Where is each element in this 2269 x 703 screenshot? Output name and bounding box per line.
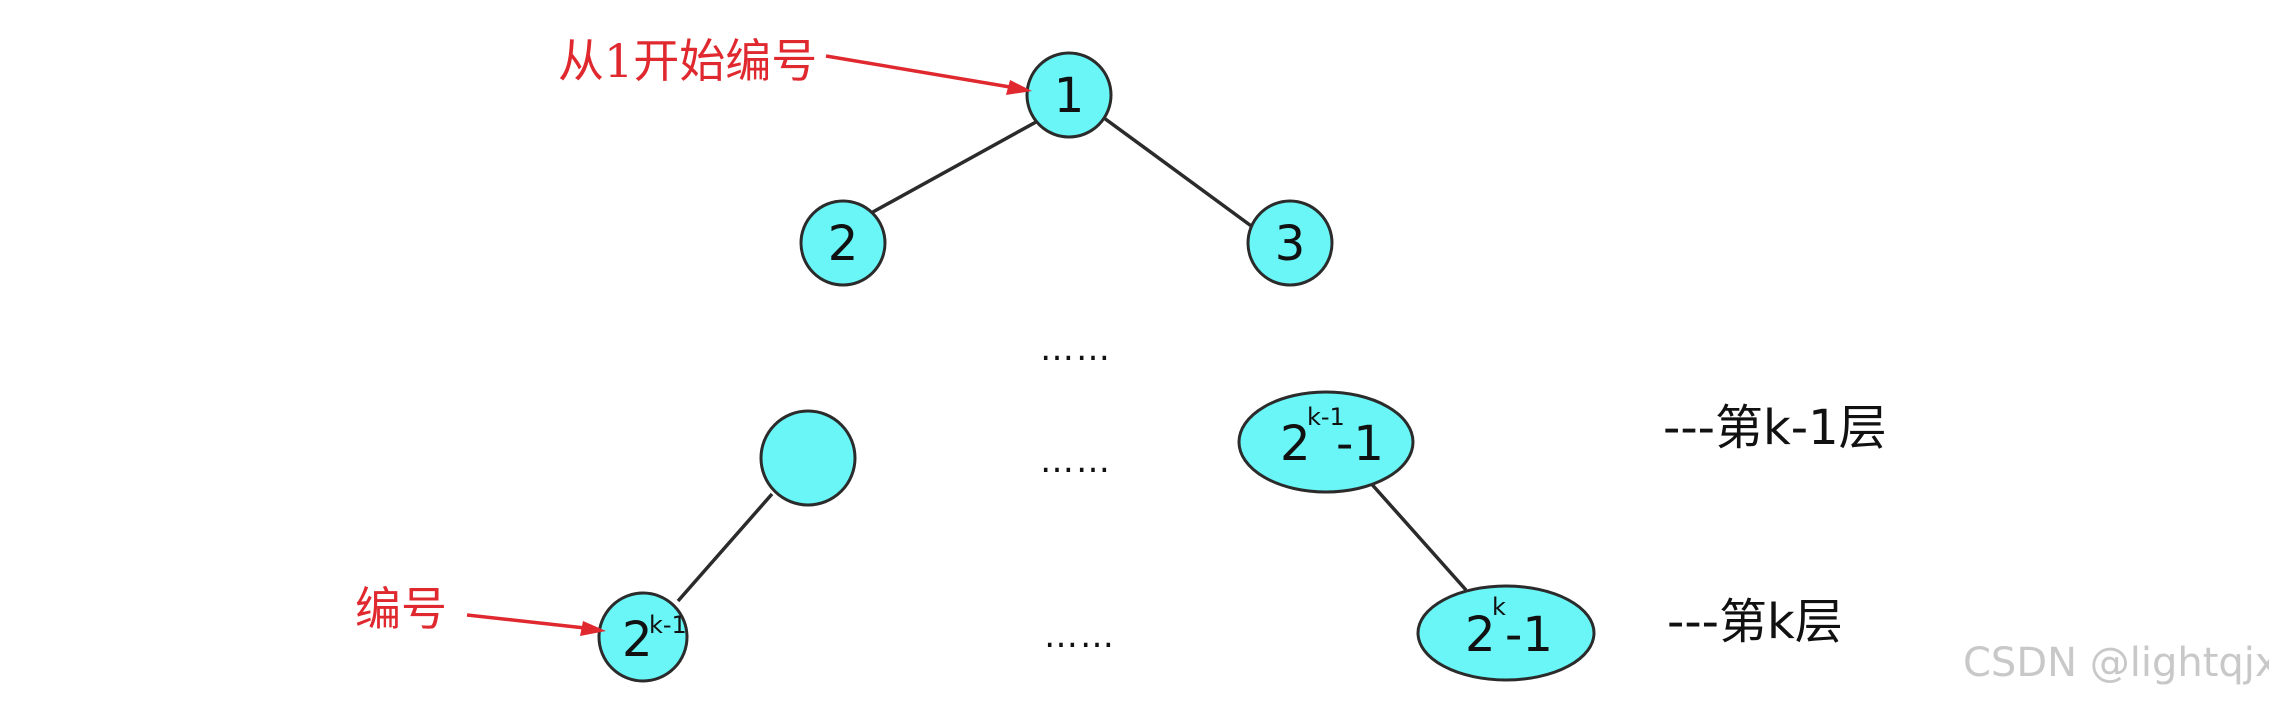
node-level-k-left: 2 k-1 bbox=[597, 591, 689, 683]
node-level-k-left-exponent: k-1 bbox=[649, 611, 687, 639]
level-label-k: ---第k层 bbox=[1667, 594, 1843, 650]
node-level-k-minus-1-exponent: k-1 bbox=[1307, 403, 1345, 431]
edge-left-node-to-leaf bbox=[676, 492, 774, 603]
node-left-child-label: 2 bbox=[828, 216, 859, 272]
edge-right-node-to-leaf bbox=[1366, 478, 1468, 592]
ellipsis-level-k: …… bbox=[1044, 616, 1116, 656]
ellipsis-level-k-minus-1: …… bbox=[1040, 441, 1112, 481]
arrow-leaf-note-head bbox=[580, 621, 606, 636]
node-level-k-right: 2 k -1 bbox=[1416, 584, 1596, 682]
arrow-root-note bbox=[825, 54, 1011, 89]
level-label-k-minus-1: ---第k-1层 bbox=[1663, 400, 1887, 456]
arrow-root-note-head bbox=[1006, 80, 1032, 95]
node-right-child-label: 3 bbox=[1275, 216, 1306, 272]
annotation-leaf-note: 编号 bbox=[355, 582, 447, 636]
node-right-child: 3 bbox=[1246, 199, 1334, 287]
node-level-k-left-base: 2 bbox=[622, 612, 653, 668]
node-level-k-right-exponent: k bbox=[1492, 593, 1506, 621]
edge-root-to-left bbox=[861, 120, 1037, 220]
ellipsis-middle: …… bbox=[1040, 329, 1112, 369]
edge-root-to-right bbox=[1102, 116, 1256, 230]
node-level-k-minus-1-right: 2 k-1 -1 bbox=[1237, 390, 1415, 494]
arrow-leaf-note bbox=[466, 613, 586, 630]
annotation-root-note: 从1开始编号 bbox=[558, 34, 817, 88]
node-level-k-minus-1-suffix: -1 bbox=[1336, 416, 1384, 472]
watermark: CSDN @lightqjx bbox=[1963, 640, 2269, 686]
node-level-k-minus-1-left bbox=[759, 409, 857, 507]
node-root: 1 bbox=[1025, 51, 1113, 139]
node-root-label: 1 bbox=[1054, 68, 1085, 124]
node-level-k-minus-1-base: 2 bbox=[1280, 416, 1311, 472]
node-level-k-right-suffix: -1 bbox=[1505, 607, 1553, 663]
node-level-k-right-base: 2 bbox=[1465, 607, 1496, 663]
node-left-child: 2 bbox=[799, 199, 887, 287]
